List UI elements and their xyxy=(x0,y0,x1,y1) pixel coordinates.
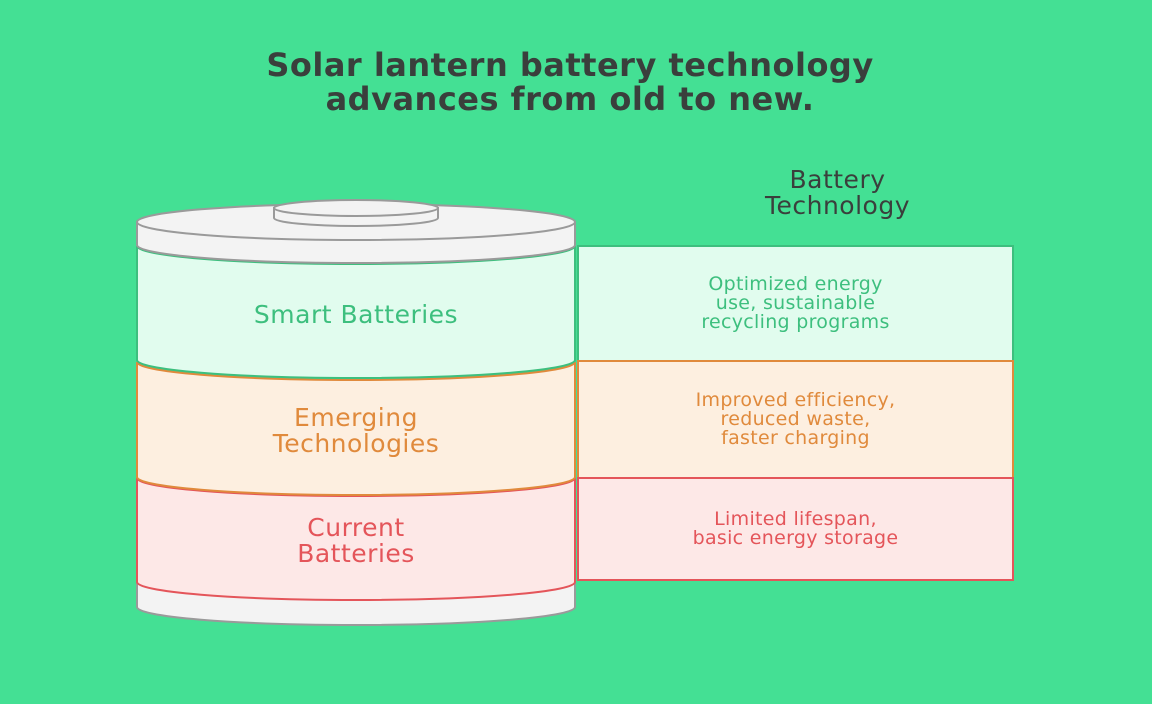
column-header: Battery Technology xyxy=(700,167,975,219)
diagram-title: Solar lantern battery technology advance… xyxy=(0,48,1140,116)
title-line-2: advances from old to new. xyxy=(325,80,815,118)
description-line: Limited lifespan, xyxy=(714,508,877,530)
description-line: reduced waste, xyxy=(720,408,871,430)
description-text-current: Limited lifespan,basic energy storage xyxy=(693,510,899,548)
description-line: use, sustainable xyxy=(715,292,876,314)
description-line: faster charging xyxy=(721,427,870,449)
battery-terminal-top xyxy=(273,199,439,217)
layer-label-line: Current xyxy=(307,513,405,542)
title-line-1: Solar lantern battery technology xyxy=(266,46,874,84)
column-header-line-1: Battery xyxy=(789,165,886,194)
layer-label-line: Emerging xyxy=(294,403,418,432)
description-box-current: Limited lifespan,basic energy storage xyxy=(577,477,1014,581)
description-line: basic energy storage xyxy=(692,527,899,549)
layer-emerging-band xyxy=(136,361,576,496)
description-line: Optimized energy xyxy=(708,273,883,295)
description-line: Improved efficiency, xyxy=(695,389,896,411)
layer-label-line: Smart Batteries xyxy=(253,300,459,329)
description-box-emerging: Improved efficiency,reduced waste,faster… xyxy=(577,360,1014,479)
layer-label-smart: Smart Batteries xyxy=(140,302,572,328)
description-line: recycling programs xyxy=(701,311,890,333)
description-text-emerging: Improved efficiency,reduced waste,faster… xyxy=(696,391,896,448)
layer-label-line: Technologies xyxy=(272,429,440,458)
layer-label-line: Batteries xyxy=(297,539,415,568)
column-header-line-2: Technology xyxy=(764,191,911,220)
